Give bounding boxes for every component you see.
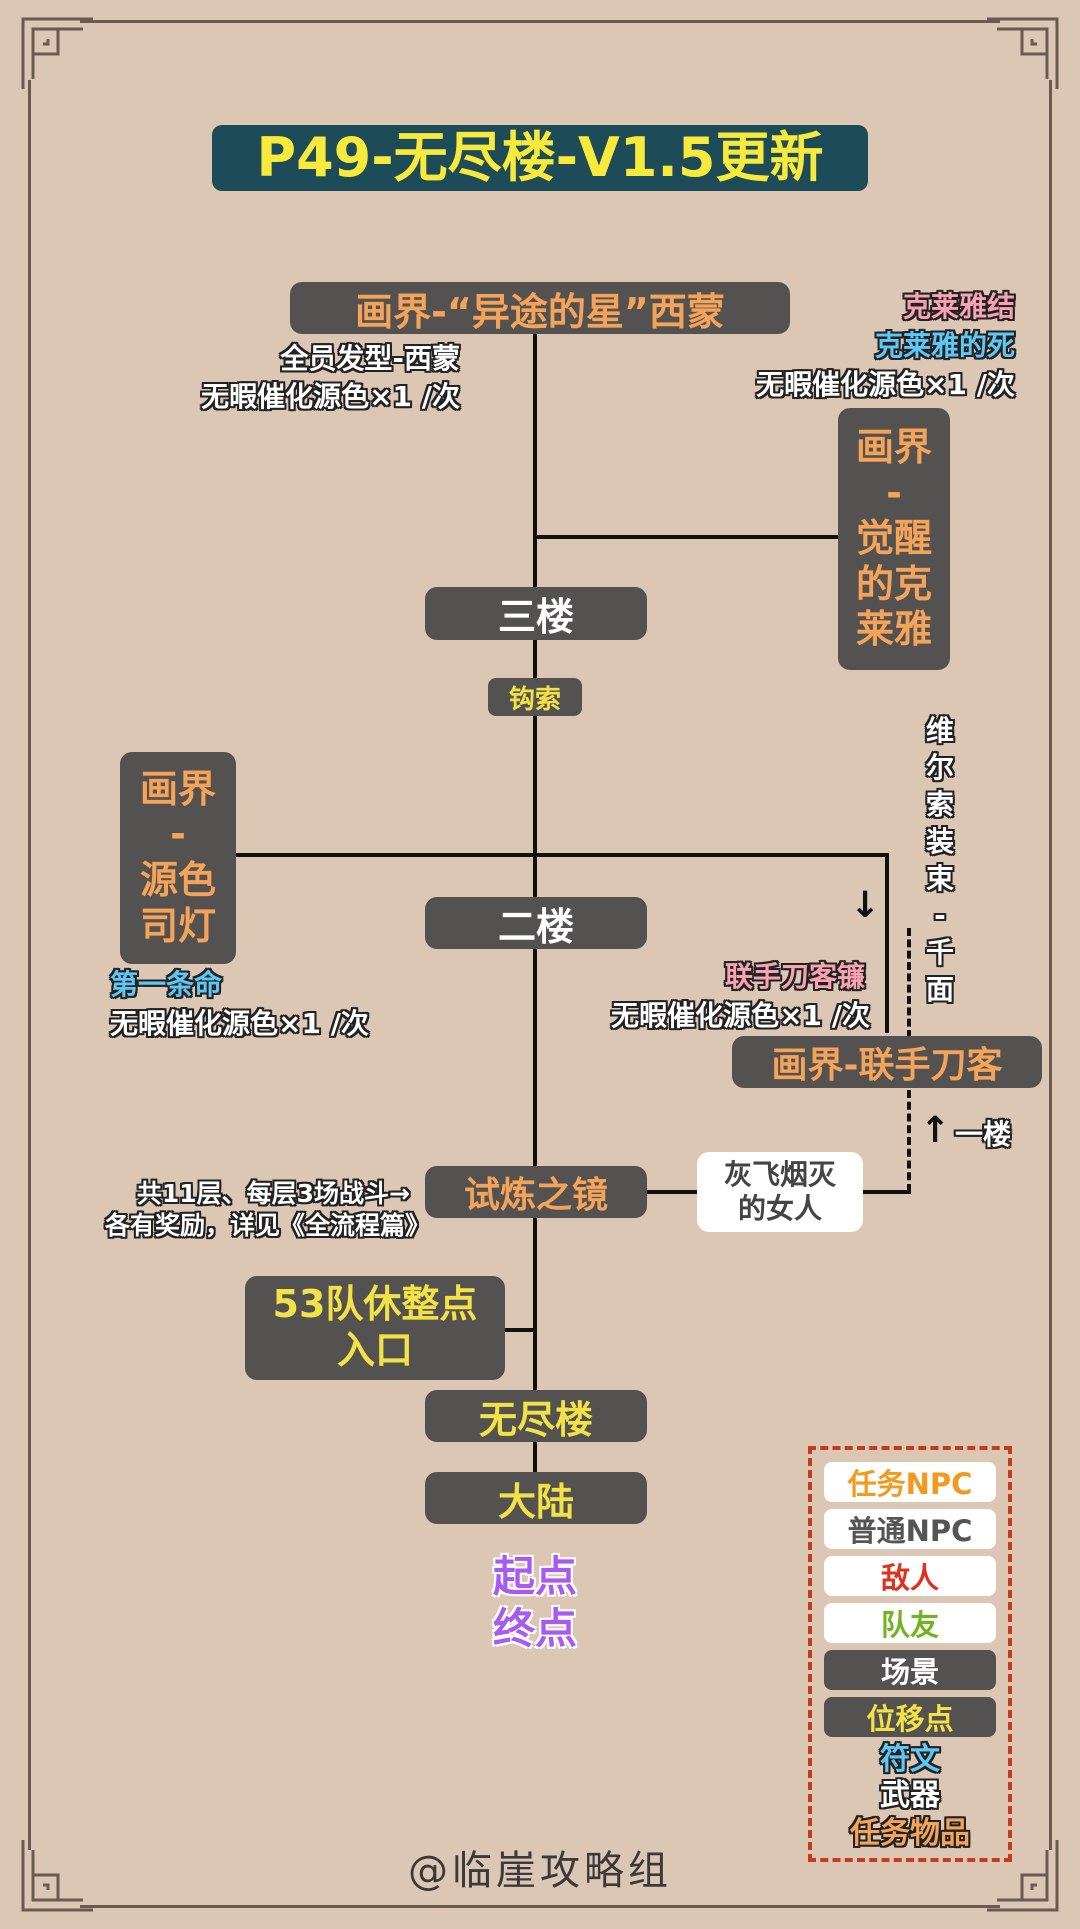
floor-1-label: 一楼 [955, 1118, 1012, 1151]
branch-trial-right-line [862, 1190, 911, 1194]
frame-right [1049, 80, 1052, 1850]
note-left-2: 无暇催化源色×1 /次 [110, 1007, 369, 1040]
branch-right-scene-line [535, 535, 840, 539]
continent: 大陆 [425, 1472, 647, 1524]
ash-woman-npc: 灰飞烟灭 的女人 [697, 1152, 863, 1232]
legend-item-weapon: 武器 [880, 1778, 940, 1813]
arrow-up: ↑ [920, 1110, 951, 1151]
branch-rest-point-line [505, 1328, 535, 1332]
legend: 任务NPC 普通NPC 敌人 队友 场景 位移点 符文 武器 任务物品 [808, 1446, 1012, 1862]
start-end-label: 起点 终点 [492, 1552, 577, 1653]
legend-item-enemy: 敌人 [824, 1556, 996, 1596]
note-trial-1: 共11层、每层3场战斗→ [136, 1179, 410, 1208]
corner-ornament-icon [21, 1840, 93, 1912]
right-scene-klea: 画界 - 觉醒 的克 莱雅 [838, 408, 950, 670]
legend-item-quest-item: 任务物品 [850, 1816, 970, 1851]
frame-bottom [80, 1905, 1000, 1908]
note-top-right-1: 克莱雅结 [902, 290, 1015, 323]
endless-tower: 无尽楼 [425, 1390, 647, 1442]
arrow-down: ↓ [850, 885, 881, 926]
allied-swordsman-scene: 画界-联手刀客 [732, 1036, 1042, 1088]
costume-label-vertical: 维 尔 索 装 束 - 千 面 [925, 714, 954, 1006]
floor-2: 二楼 [425, 897, 647, 949]
corner-ornament-icon [21, 17, 93, 89]
note-top-right-3: 无暇催化源色×1 /次 [756, 368, 1015, 401]
floor-3: 三楼 [425, 587, 647, 640]
top-scene-simon: 画界-“异途的星”西蒙 [290, 282, 790, 334]
branch-ash-woman-line [640, 1190, 698, 1194]
legend-item-scene: 场景 [824, 1650, 996, 1690]
note-top-left-1: 全员发型-西蒙 [280, 342, 460, 375]
dashed-line-lower [907, 1090, 911, 1192]
corner-ornament-icon [987, 17, 1059, 89]
page-title: P49-无尽楼-V1.5更新 [212, 125, 868, 191]
branch-left-scene-line [235, 853, 887, 857]
corner-ornament-icon [987, 1840, 1059, 1912]
note-mid-right-2: 无暇催化源色×1 /次 [611, 999, 870, 1032]
hook-point: 钩索 [488, 678, 582, 716]
note-trial-2: 各有奖励，详见《全流程篇》 [104, 1211, 430, 1240]
legend-item-task-npc: 任务NPC [824, 1462, 996, 1502]
legend-item-teammate: 队友 [824, 1603, 996, 1643]
legend-item-rune: 符文 [880, 1742, 940, 1777]
left-scene-lamp: 画界 - 源色 司灯 [120, 752, 236, 964]
dashed-line-upper [907, 928, 911, 1038]
frame-top [80, 20, 1000, 23]
legend-item-teleport: 位移点 [824, 1697, 996, 1737]
note-mid-right-1: 联手刀客镰 [724, 960, 865, 993]
note-top-left-2: 无暇催化源色×1 /次 [201, 380, 460, 413]
branch-down-right-line [885, 853, 889, 1033]
note-left-1: 第一条命 [110, 968, 223, 1001]
note-top-right-2: 克莱雅的死 [874, 329, 1015, 362]
trial-mirror: 试炼之镜 [425, 1166, 647, 1218]
legend-item-npc: 普通NPC [824, 1509, 996, 1549]
frame-left [28, 80, 31, 1850]
author-signature: @临崖攻略组 [408, 1848, 672, 1894]
rest-point-53: 53队休整点 入口 [245, 1276, 505, 1380]
